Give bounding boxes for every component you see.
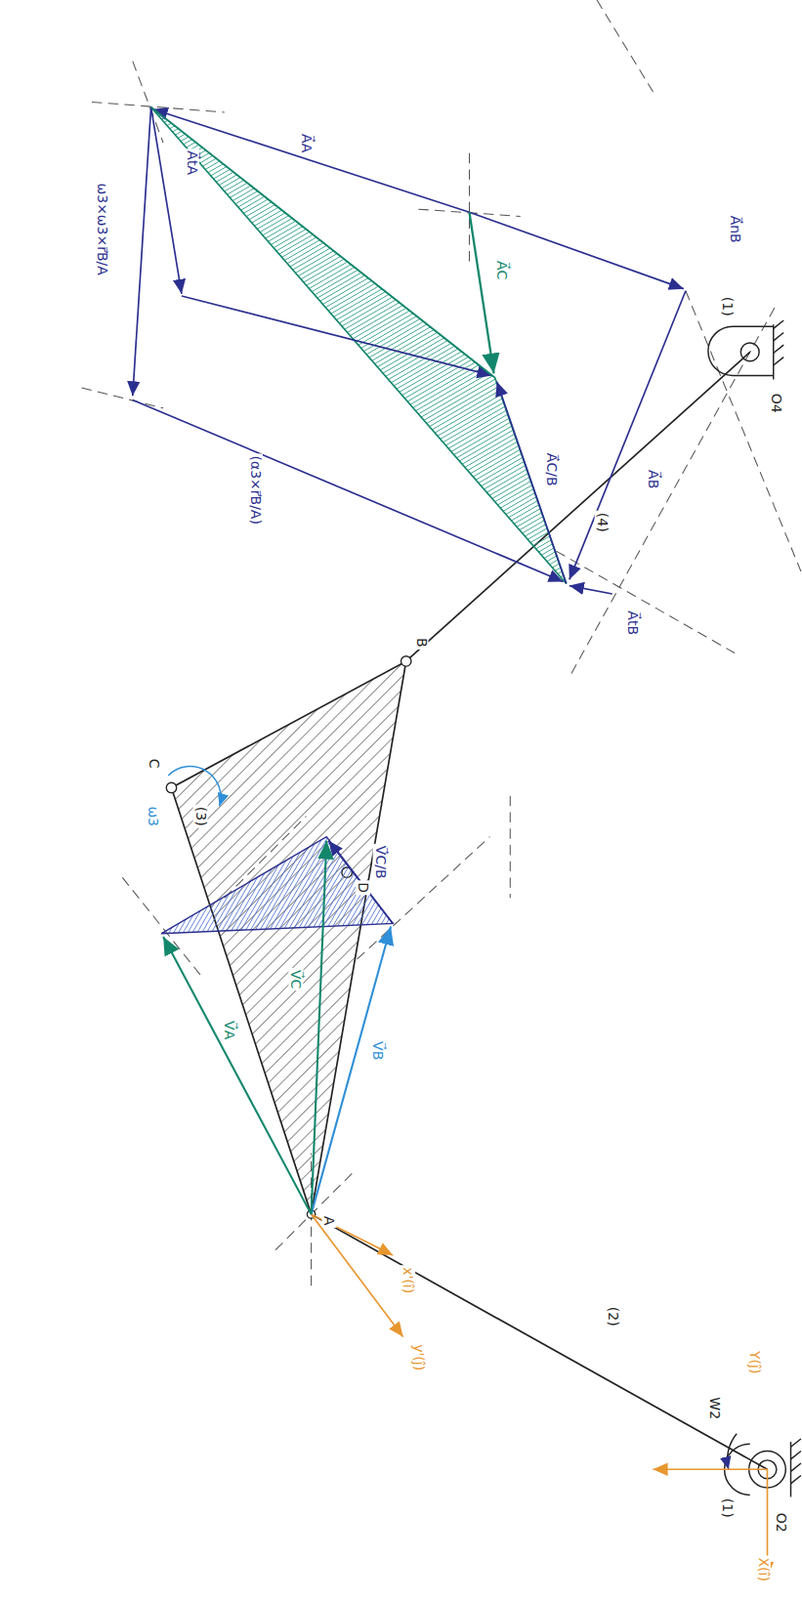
diagram-label: ω3×ω3×r⃗B/A (94, 181, 110, 278)
diagram-label: A⃗tB (625, 608, 640, 637)
diagram-label: A⃗C/B (543, 451, 558, 489)
diagram-label: X(î) (756, 1555, 771, 1583)
diagram-label: A (321, 1214, 337, 1228)
diagram-label: D (355, 880, 371, 895)
diagram-label: V⃗A (221, 1019, 237, 1043)
diagram-label: y'(ĵ) (411, 1342, 426, 1373)
diagram-label: V⃗C (288, 968, 303, 991)
diagram-label: A⃗tA (184, 149, 200, 178)
diagram-label: A⃗A (298, 131, 314, 155)
diagram-label: A⃗B (645, 467, 661, 491)
diagram-label: O4 (767, 391, 783, 416)
diagram-label: C (145, 756, 161, 770)
diagram-label: (4) (594, 510, 610, 535)
diagram-label: ω3 (145, 803, 161, 829)
diagram-label: O2 (772, 1511, 788, 1535)
diagram-label: V⃗B (370, 1039, 385, 1062)
diagram-label: A⃗nB (726, 213, 742, 246)
diagram-label: x'(î) (400, 1266, 416, 1297)
diagram-label: (2) (604, 1305, 620, 1329)
diagram-label: (α3×r⃗B/A) (247, 453, 262, 526)
diagram-label: B (413, 635, 428, 650)
diagram-label: (1) (718, 294, 734, 318)
diagram-label: V⃗C/B (372, 844, 387, 882)
diagram-label: A⃗C (494, 258, 509, 282)
diagram-label: Y(ĵ) (747, 1349, 762, 1376)
diagram-label: (1) (718, 1496, 734, 1520)
diagram-label: (3) (192, 804, 208, 829)
diagram-label: W2 (706, 1394, 721, 1422)
